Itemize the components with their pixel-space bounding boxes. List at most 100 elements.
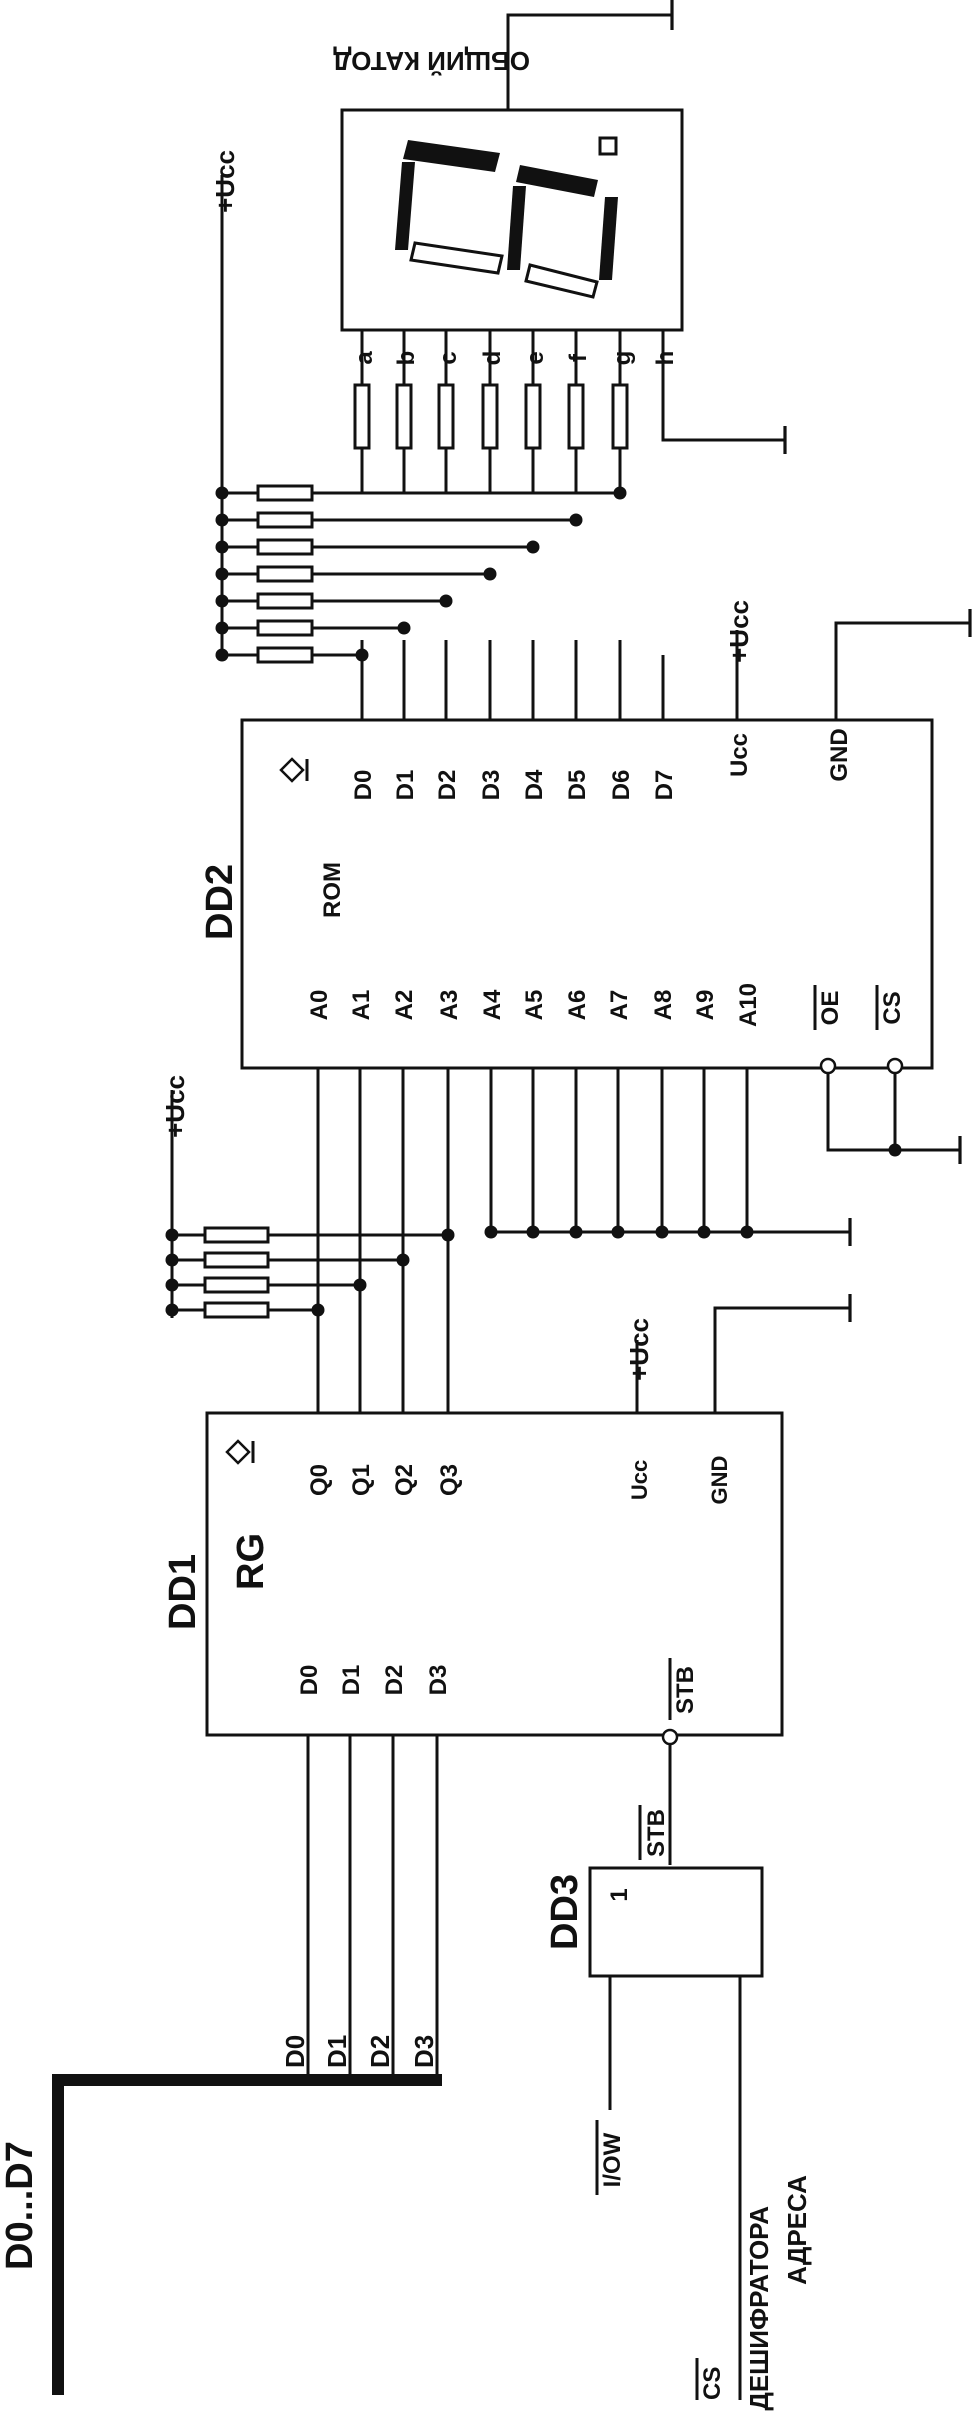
decimal-point	[598, 136, 618, 156]
dd1-stb: STB	[672, 1666, 699, 1714]
dd2-address-9: A9	[692, 990, 719, 1021]
display-segment-off	[409, 241, 504, 275]
resistor	[567, 383, 585, 450]
resistor	[256, 538, 314, 556]
dd2-output-3: D3	[478, 770, 505, 801]
seg-label-7: h	[652, 351, 679, 366]
seg-h-wire	[661, 330, 785, 442]
dd3-box	[588, 1866, 764, 1978]
seg-label-5: f	[565, 353, 592, 362]
dd1-output-2: Q2	[391, 1464, 418, 1496]
dd2-output-4: D4	[521, 769, 548, 800]
oe-wire	[826, 1073, 960, 1152]
dd2-supply: +Ucc	[724, 600, 754, 663]
dd3-output: STB	[643, 1809, 670, 1857]
dd3-cs-source: ОТ ДЕШИФРАТОРА	[744, 2206, 774, 2411]
dd1-box	[205, 1411, 784, 1737]
seg-label-0: a	[351, 351, 378, 365]
junction-dot	[215, 540, 229, 554]
resistor	[481, 383, 499, 450]
wires	[52, 13, 970, 2400]
junction-dot	[611, 1225, 625, 1239]
display-segment	[599, 197, 618, 280]
resistor	[203, 1251, 270, 1269]
junction-dot	[526, 1225, 540, 1239]
junction-dot	[215, 486, 229, 500]
inversion-circle	[819, 1057, 837, 1075]
resistor	[256, 646, 314, 664]
junction-dot	[655, 1225, 669, 1239]
dd3-cs: CS	[699, 2367, 726, 2400]
dd2-output-5: D5	[564, 770, 591, 801]
seg-label-2: c	[435, 351, 462, 364]
junction-dot	[439, 594, 453, 608]
dd1-name: DD1	[162, 1554, 204, 1630]
dd3-name: DD3	[544, 1874, 586, 1950]
junction-dot	[397, 621, 411, 635]
dd2-output-2: D2	[434, 770, 461, 801]
dd1-gnd: GND	[707, 1456, 732, 1505]
resistor	[256, 592, 314, 610]
junction-dot	[484, 1225, 498, 1239]
resistor	[524, 383, 542, 450]
junction-dot	[215, 648, 229, 662]
dd2-address-1: A1	[348, 990, 375, 1021]
dd1-input-2: D2	[381, 1665, 408, 1696]
seg-label-6: g	[609, 351, 636, 366]
display-segment-off	[524, 263, 599, 299]
pullup-supply-2: +Ucc	[210, 150, 240, 213]
dd1-ucc: Ucc	[627, 1460, 652, 1500]
junction-dot	[483, 567, 497, 581]
display-segment	[403, 140, 500, 172]
output-symbol	[279, 757, 305, 783]
dd1-output-0: Q0	[306, 1464, 333, 1496]
dd1-input-1: D1	[338, 1665, 365, 1696]
bus-tap-label-0: D0	[280, 2035, 310, 2068]
dd3-iow: I/OW	[599, 2132, 626, 2187]
dd2-address-5: A5	[521, 990, 548, 1021]
junction-dot	[613, 486, 627, 500]
resistor	[203, 1226, 270, 1244]
dd1-input-3: D3	[425, 1665, 452, 1696]
dd2-address-3: A3	[436, 990, 463, 1021]
dd2-address-6: A6	[564, 990, 591, 1021]
display-segment	[507, 186, 526, 270]
junction-dot	[215, 621, 229, 635]
junction-dot	[165, 1278, 179, 1292]
resistor	[611, 383, 629, 450]
dd2-output-1: D1	[392, 770, 419, 801]
dd3-func: 1	[606, 1888, 633, 1901]
junction-dot	[215, 513, 229, 527]
display-segment	[395, 162, 415, 250]
junction-dot	[888, 1143, 902, 1157]
dd1-supply: +Ucc	[624, 1318, 654, 1381]
dd2-oe: OE	[817, 991, 844, 1026]
dd2-gnd-wire	[834, 621, 970, 720]
dd2-ucc: Ucc	[726, 733, 753, 777]
junction-dot	[311, 1303, 325, 1317]
data-bus	[52, 2074, 442, 2395]
pullup-supply-1: +Ucc	[160, 1075, 190, 1138]
dd2-address-8: A8	[650, 990, 677, 1021]
bus-tap-label-2: D2	[365, 2035, 395, 2068]
inversion-circle	[661, 1728, 679, 1746]
junction-dot	[165, 1253, 179, 1267]
junction-dot	[215, 594, 229, 608]
junction-dot	[165, 1303, 179, 1317]
junction-dot	[740, 1225, 754, 1239]
bus-tap-label-3: D3	[409, 2035, 439, 2068]
dd3-cs-source-2: АДРЕСА	[782, 2175, 812, 2285]
resistor	[353, 383, 371, 450]
dd1-func: RG	[230, 1533, 272, 1590]
dd2-output-0: D0	[350, 770, 377, 801]
junction-dot	[396, 1253, 410, 1267]
components	[203, 0, 972, 1978]
junction-dot	[569, 1225, 583, 1239]
display-segment	[516, 165, 598, 197]
junction-dot	[215, 567, 229, 581]
dd2-address-7: A7	[606, 990, 633, 1021]
inversion-circle	[886, 1057, 904, 1075]
resistor	[437, 383, 455, 450]
